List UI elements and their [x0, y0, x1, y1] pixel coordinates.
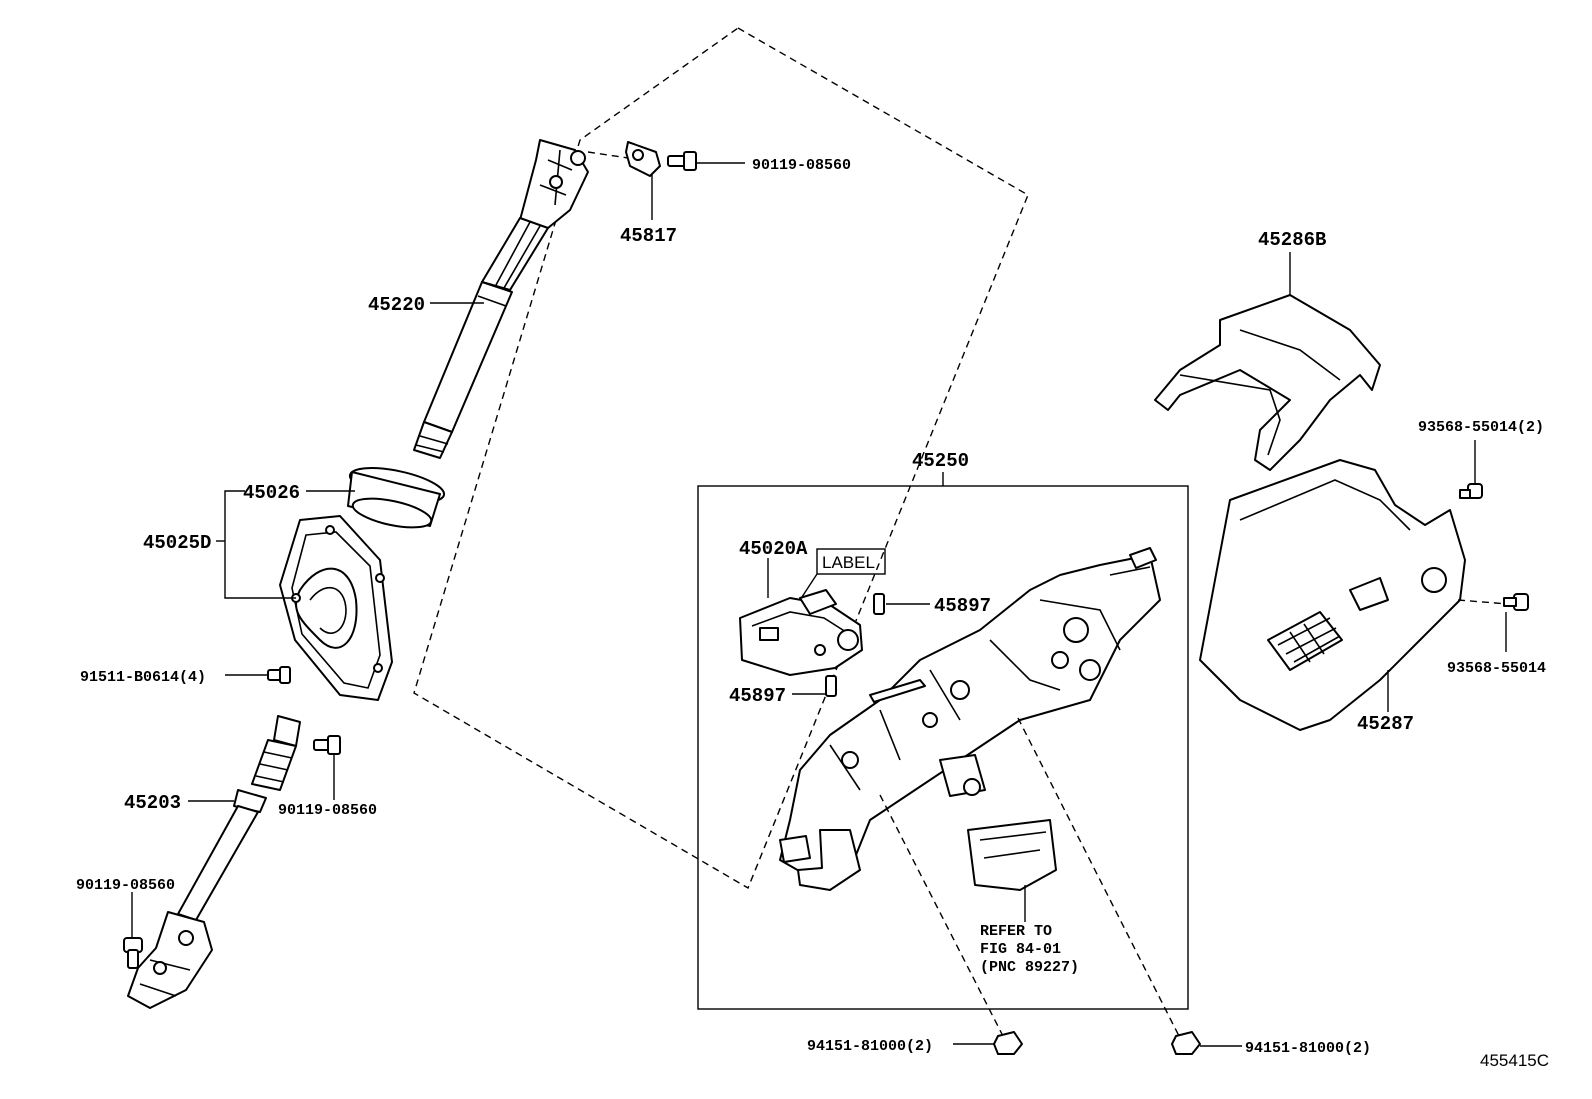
- lower-shaft-45203-drawing: [127, 715, 301, 1009]
- label-93568-mid: 93568-55014: [1447, 660, 1546, 677]
- label-45286B: 45286B: [1258, 229, 1326, 251]
- label-45026: 45026: [243, 482, 300, 504]
- bolt-90119-top-drawing: [667, 151, 745, 171]
- steering-column-body-drawing: [779, 547, 1161, 891]
- dashed-assembly-outline: [413, 27, 1029, 890]
- label-45025D: 45025D: [143, 532, 211, 554]
- upper-cover-45286B-drawing: [1154, 252, 1381, 471]
- screw-93568-mid-drawing: [1457, 593, 1529, 652]
- refer-note-line3: (PNC 89227): [980, 959, 1079, 976]
- label-box-text: LABEL: [822, 553, 875, 572]
- label-45287: 45287: [1357, 713, 1414, 735]
- refer-note-line1: REFER TO: [980, 923, 1052, 940]
- label-45220: 45220: [368, 294, 425, 316]
- steering-lock-45020A-drawing: [739, 558, 863, 676]
- connector-refer-drawing: [967, 819, 1057, 922]
- label-94151-left: 94151-81000(2): [807, 1038, 933, 1055]
- label-90119-low: 90119-08560: [76, 877, 175, 894]
- bolt-45897-a-drawing: [873, 593, 930, 615]
- label-90119-mid: 90119-08560: [278, 802, 377, 819]
- label-45020A: 45020A: [739, 538, 808, 560]
- label-45817: 45817: [620, 225, 677, 247]
- bolt-45897-b-drawing: [792, 675, 837, 697]
- label-90119-top: 90119-08560: [752, 157, 851, 174]
- bolt-90119-mid-drawing: [313, 735, 341, 800]
- bolt-91511-drawing: [225, 666, 291, 684]
- cover-45025D-drawing: [216, 490, 393, 701]
- diagram-reference-number: 455415C: [1480, 1051, 1549, 1070]
- label-45250: 45250: [912, 450, 969, 472]
- label-box-frame: [816, 548, 886, 575]
- plate-45817-drawing: [587, 141, 661, 220]
- label-94151-right: 94151-81000(2): [1245, 1040, 1371, 1057]
- seal-45026-drawing: [306, 467, 446, 529]
- intermediate-shaft-drawing: [413, 139, 589, 459]
- dashed-line-nut-left: [879, 794, 1006, 1041]
- label-45897-b: 45897: [729, 685, 786, 707]
- screw-93568-top-drawing: [1459, 440, 1483, 499]
- label-93568-top: 93568-55014(2): [1418, 419, 1544, 436]
- label-45897-a: 45897: [934, 595, 991, 617]
- nut-94151-right-drawing: [1171, 1031, 1242, 1055]
- label-45203: 45203: [124, 792, 181, 814]
- nut-94151-left-drawing: [953, 1031, 1023, 1055]
- bolt-90119-low-drawing: [123, 892, 143, 969]
- label-91511: 91511-B0614(4): [80, 669, 206, 686]
- refer-note-line2: FIG 84-01: [980, 941, 1061, 958]
- lower-cover-45287-drawing: [1199, 459, 1466, 731]
